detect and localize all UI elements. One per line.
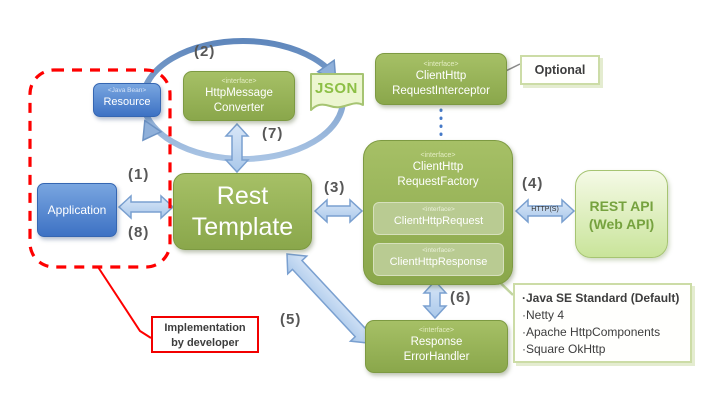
list-item-label: Square OkHttp [526, 342, 606, 356]
developer-note-line [97, 266, 152, 339]
arrow-2-7-converter-resttemplate [224, 122, 250, 174]
arrow-6-response-errorhandler [422, 279, 448, 320]
rest-api-box: REST API (Web API) [575, 170, 668, 258]
step-8-label: (8) [128, 224, 150, 241]
interceptor-label-line1: ClientHttp [415, 70, 467, 82]
http-protocol-label: HTTP(S) [531, 206, 559, 213]
error-handler-stereotype: <interface> [418, 327, 455, 334]
client-http-request-label: ClientHttpRequest [393, 215, 484, 227]
step-4-label: (4) [522, 175, 544, 192]
rest-template-label-line1: Rest [216, 182, 269, 210]
converter-label-line1: HttpMessage [205, 87, 273, 99]
step-5-label: (5) [280, 311, 302, 328]
application-box: Application [37, 183, 117, 237]
developer-scope-dashed-rect [28, 68, 172, 269]
rest-template-box: Rest Template [173, 173, 312, 250]
list-item-label: Java SE Standard (Default) [526, 291, 680, 305]
rest-api-label-line2: (Web API) [588, 216, 655, 232]
cycle-arrowhead-to-resource [142, 119, 163, 142]
json-label: JSON [315, 80, 358, 97]
list-item: ·Apache HttpComponents [522, 324, 683, 341]
error-handler-label-line1: Response [410, 336, 463, 348]
error-handler-label-line2: ErrorHandler [403, 351, 470, 363]
implementation-note-line2: by developer [171, 337, 239, 349]
resource-label: Resource [103, 96, 151, 108]
http-message-converter-box: <interface> HttpMessage Converter [183, 71, 295, 121]
implementation-note-box: Implementation by developer [151, 316, 259, 353]
optional-callout-box: Optional [520, 55, 600, 85]
step-7-label: (7) [262, 125, 284, 142]
step-6-label: (6) [450, 289, 472, 306]
factory-label-line2: RequestFactory [397, 176, 479, 188]
factory-stereotype: <interface> [420, 152, 456, 159]
converter-label-line2: Converter [213, 102, 265, 114]
rest-template-label-line2: Template [191, 213, 294, 241]
arrow-4-factory-restapi [514, 198, 576, 224]
optional-label: Optional [534, 63, 586, 77]
bullet-icon: · [522, 342, 526, 356]
list-item: ·Netty 4 [522, 307, 683, 324]
rest-api-label-line1: REST API [589, 198, 654, 214]
step-1-label: (1) [128, 166, 150, 183]
arrow-3-resttemplate-factory [313, 198, 364, 224]
interceptor-stereotype: <interface> [423, 61, 459, 68]
client-http-response-stereotype: <interface> [422, 247, 455, 254]
list-item-label: Netty 4 [526, 308, 565, 322]
interceptor-label-line2: RequestInterceptor [392, 85, 490, 97]
bullet-icon: · [522, 308, 526, 322]
list-item: ·Java SE Standard (Default) [522, 290, 683, 307]
response-error-handler-box: <interface> Response ErrorHandler [365, 320, 508, 373]
resource-box: <Java Bean> Resource [93, 83, 161, 117]
client-http-request-factory-box: <interface> ClientHttp RequestFactory <i… [363, 140, 513, 285]
list-item-label: Apache HttpComponents [526, 325, 661, 339]
application-label: Application [47, 203, 107, 217]
client-http-response-box: <interface> ClientHttpResponse [373, 243, 504, 276]
converter-stereotype: <interface> [221, 78, 257, 85]
implementations-list-box: ·Java SE Standard (Default) ·Netty 4 ·Ap… [513, 283, 692, 363]
arrow-1-8-application-resttemplate [117, 194, 175, 220]
json-document-shape [310, 73, 364, 111]
step-3-label: (3) [324, 179, 346, 196]
list-item: ·Square OkHttp [522, 341, 683, 358]
client-http-request-stereotype: <interface> [422, 206, 455, 213]
bullet-icon: · [522, 325, 526, 339]
bullet-icon: · [522, 291, 526, 305]
client-http-response-label: ClientHttpResponse [389, 256, 488, 268]
client-http-request-box: <interface> ClientHttpRequest [373, 202, 504, 235]
implementation-note-line1: Implementation [164, 322, 246, 334]
step-2-label: (2) [194, 43, 216, 60]
factory-label-line1: ClientHttp [412, 161, 464, 173]
client-http-request-interceptor-box: <interface> ClientHttp RequestIntercepto… [375, 53, 507, 105]
resource-stereotype: <Java Bean> [107, 87, 147, 94]
